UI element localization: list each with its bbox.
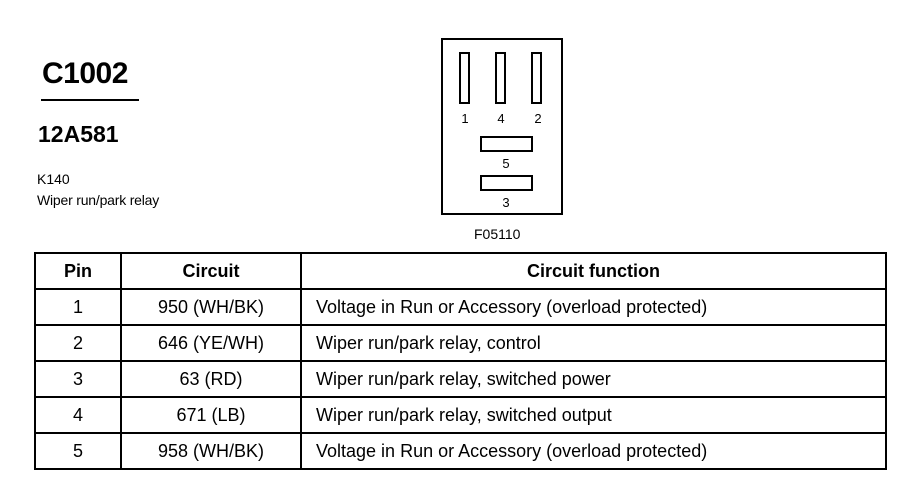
pin-4-terminal-icon bbox=[495, 52, 506, 104]
pin-1-terminal-icon bbox=[459, 52, 470, 104]
pin-2-label: 2 bbox=[534, 111, 542, 126]
figure-code: F05110 bbox=[474, 226, 521, 242]
pin-cell: 3 bbox=[34, 360, 122, 398]
header-pin: Pin bbox=[34, 252, 122, 290]
pin-3-terminal-icon bbox=[480, 175, 533, 191]
table-row: 5 958 (WH/BK) Voltage in Run or Accessor… bbox=[34, 432, 887, 470]
function-cell: Voltage in Run or Accessory (overload pr… bbox=[300, 432, 887, 470]
pin-cell: 1 bbox=[34, 288, 122, 326]
function-cell: Wiper run/park relay, switched output bbox=[300, 396, 887, 434]
function-cell: Wiper run/park relay, switched power bbox=[300, 360, 887, 398]
pin-4-label: 4 bbox=[497, 111, 505, 126]
table-header-row: Pin Circuit Circuit function bbox=[34, 252, 887, 290]
table-row: 1 950 (WH/BK) Voltage in Run or Accessor… bbox=[34, 288, 887, 326]
table-row: 3 63 (RD) Wiper run/park relay, switched… bbox=[34, 360, 887, 398]
circuit-cell: 958 (WH/BK) bbox=[120, 432, 302, 470]
part-number: 12A581 bbox=[38, 121, 119, 147]
header-circuit: Circuit bbox=[120, 252, 302, 290]
pin-5-terminal-icon bbox=[480, 136, 533, 152]
circuit-cell: 63 (RD) bbox=[120, 360, 302, 398]
reference-code: K140 bbox=[37, 171, 70, 187]
pinout-table: Pin Circuit Circuit function 1 950 (WH/B… bbox=[34, 252, 887, 470]
function-cell: Wiper run/park relay, control bbox=[300, 324, 887, 362]
circuit-cell: 671 (LB) bbox=[120, 396, 302, 434]
heading-underline bbox=[41, 99, 139, 101]
component-description: Wiper run/park relay bbox=[37, 192, 160, 208]
table-row: 2 646 (YE/WH) Wiper run/park relay, cont… bbox=[34, 324, 887, 362]
circuit-cell: 646 (YE/WH) bbox=[120, 324, 302, 362]
connector-id-heading: C1002 bbox=[42, 57, 128, 90]
pin-2-terminal-icon bbox=[531, 52, 542, 104]
pin-cell: 5 bbox=[34, 432, 122, 470]
function-cell: Voltage in Run or Accessory (overload pr… bbox=[300, 288, 887, 326]
connector-face-diagram: 1 4 2 5 3 bbox=[441, 38, 563, 215]
pin-cell: 2 bbox=[34, 324, 122, 362]
table-row: 4 671 (LB) Wiper run/park relay, switche… bbox=[34, 396, 887, 434]
pin-1-label: 1 bbox=[461, 111, 469, 126]
header-circuit-function: Circuit function bbox=[300, 252, 887, 290]
pin-cell: 4 bbox=[34, 396, 122, 434]
pin-5-label: 5 bbox=[502, 156, 510, 171]
circuit-cell: 950 (WH/BK) bbox=[120, 288, 302, 326]
pin-3-label: 3 bbox=[502, 195, 510, 210]
